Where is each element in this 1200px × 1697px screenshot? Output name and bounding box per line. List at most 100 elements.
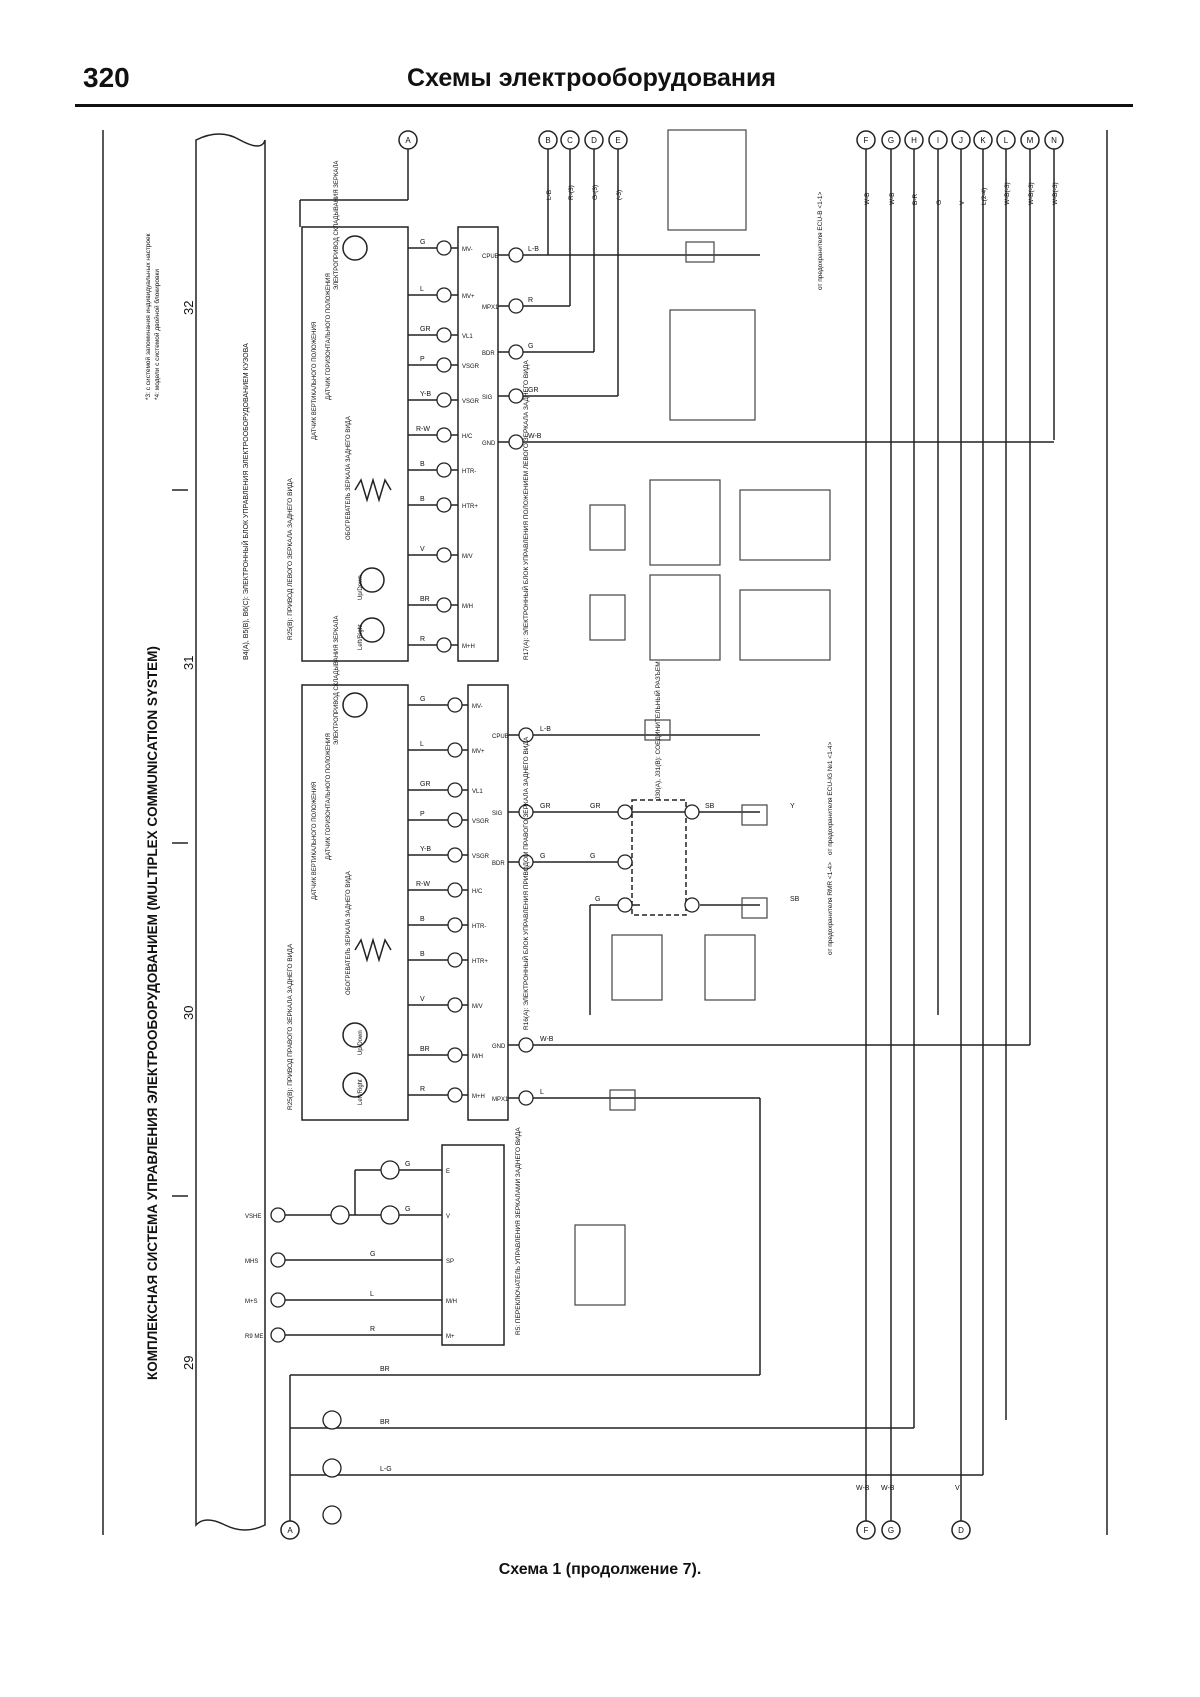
left-wire-6: B — [420, 461, 425, 468]
left-ecu-pin-3: SIG — [482, 395, 493, 401]
right-ecu-pin-3: GND — [492, 1044, 506, 1050]
right-pin-3: VSGR — [472, 819, 490, 825]
connector-j31 — [704, 934, 756, 1001]
connector-r17 — [649, 574, 721, 661]
junction-wire-4: Y — [790, 803, 795, 810]
terminal-h: H — [911, 136, 917, 145]
terminal-b: B — [545, 136, 550, 145]
left-fold-motor — [342, 235, 368, 261]
right-pin-2: VL1 — [472, 789, 483, 795]
left-ecu-pin-4: GND — [482, 441, 496, 447]
connector-b7 — [667, 129, 747, 231]
terminal-d-bottom: D — [958, 1526, 964, 1535]
left-wire-5: R-W — [416, 426, 430, 433]
right-ecu-pin-1: SIG — [492, 811, 503, 817]
left-pin-8: M/V — [462, 554, 473, 560]
left-ecu-pin-2: BDR — [482, 351, 495, 357]
terminal-k: K — [980, 136, 986, 145]
right-wire-5: R-W — [416, 881, 430, 888]
left-ecu-wire-0: L-B — [528, 246, 539, 253]
switch-pin-0: E — [446, 1169, 450, 1175]
junction-wire-2: G — [595, 896, 600, 903]
system-title: КОМПЛЕКСНАЯ СИСТЕМА УПРАВЛЕНИЯ ЭЛЕКТРООБ… — [145, 646, 160, 1380]
terminal-g-bottom: G — [888, 1526, 894, 1535]
right-wire-9: BR — [420, 1046, 430, 1053]
terminal-e: E — [615, 136, 620, 145]
left-wire-3: P — [420, 356, 425, 363]
connector-b6 — [669, 309, 756, 421]
right-ecu-wire-1: GR — [540, 803, 551, 810]
left-updown-label: Up/Down — [358, 575, 364, 600]
switch-wire-0: G — [405, 1161, 410, 1168]
right-leftright-label: Left/Right — [358, 1079, 364, 1105]
terminal-f-bottom: F — [864, 1526, 869, 1535]
top-right-wire-6: W-B(-3) — [1004, 182, 1011, 205]
right-pin-9: M/H — [472, 1054, 483, 1060]
left-wire-8: V — [420, 546, 425, 553]
junction-wire-5: SB — [790, 896, 800, 903]
left-leftright-label: Left/Right — [358, 624, 364, 650]
terminal-m: M — [1027, 136, 1034, 145]
terminal-a-top: A — [405, 136, 411, 145]
bottom-wire-1: BR — [380, 1419, 390, 1426]
right-pin-0: MV- — [472, 704, 483, 710]
right-wire-0: G — [420, 696, 425, 703]
terminal-i: I — [937, 136, 939, 145]
bottom-wire-3: W-B — [856, 1485, 870, 1492]
left-mirror-ecu-box — [457, 226, 499, 662]
right-mirror-box-label: R25(B): ПРИВОД ПРАВОГО ЗЕРКАЛА ЗАДНЕГО В… — [287, 943, 294, 1110]
harness-label-2: M+S — [245, 1299, 258, 1305]
terminal-a-bottom: A — [287, 1526, 293, 1535]
top-right-wire-4: V — [959, 200, 966, 205]
right-ecu-pin-2: BDR — [492, 861, 505, 867]
left-pin-6: HTR- — [462, 469, 476, 475]
connector-r18 — [589, 504, 626, 551]
mirror-switch-box — [441, 1144, 505, 1346]
left-mirror-box-label: R25(B): ПРИВОД ЛЕВОГО ЗЕРКАЛА ЗАДНЕГО ВИ… — [287, 477, 294, 640]
terminal-d-top: D — [591, 136, 597, 145]
left-pin-0: MV- — [462, 247, 473, 253]
section-30: 30 — [181, 1006, 196, 1020]
terminal-l: L — [1004, 136, 1009, 145]
left-wire-4: Y-B — [420, 391, 431, 398]
harness-band — [195, 133, 266, 1531]
diagram-caption: Схема 1 (продолжение 7). — [498, 1561, 702, 1578]
right-ecu-pin-0: CPUB — [492, 734, 509, 740]
section-32: 32 — [181, 301, 196, 315]
left-pin-5: H/C — [462, 434, 473, 440]
left-ecu-pin-0: CPUB — [482, 254, 499, 260]
right-wire-1: L — [420, 741, 424, 748]
top-right-wire-8: W-B(-3) — [1052, 182, 1059, 205]
left-ecu-wire-3: GR — [528, 387, 539, 394]
right-ecu-wire-0: L-B — [540, 726, 551, 733]
fuse-mpx — [609, 1089, 636, 1111]
left-pin-4: VSGR — [462, 399, 480, 405]
top-right-wire-3: G — [936, 200, 943, 205]
switch-pin-3: M/H — [446, 1299, 457, 1305]
left-mirror-actuator-box — [301, 226, 409, 662]
top-right-wire-2: B-R — [912, 194, 919, 206]
left-fold-motor-label: ЭЛЕКТРОПРИВОД СКЛАДЫВАНИЯ ЗЕРКАЛА — [334, 161, 340, 290]
switch-wire-2: G — [370, 1251, 375, 1258]
junction-connector — [631, 799, 687, 916]
right-ecu-wire-2: G — [540, 853, 545, 860]
right-wire-6: B — [420, 916, 425, 923]
right-wire-2: GR — [420, 781, 431, 788]
footnote-4: *4: модели с системой двойной блокировки — [153, 269, 161, 400]
right-mirror-ecu-label: R16(A): ЭЛЕКТРОННЫЙ БЛОК УПРАВЛЕНИЯ ПРИВ… — [521, 736, 530, 1030]
left-pin-3: VSGR — [462, 364, 480, 370]
right-heater-element — [354, 937, 392, 963]
junction-wire-1: G — [590, 853, 595, 860]
left-sensor-horizontal: ДАТЧИК ГОРИЗОНТАЛЬНОГО ПОЛОЖЕНИЯ — [326, 273, 332, 400]
bottom-wire-0: BR — [380, 1366, 390, 1373]
switch-wire-3: L — [370, 1291, 374, 1298]
right-mirror-actuator-box — [301, 684, 409, 1121]
switch-pin-2: SP — [446, 1259, 454, 1265]
top-mid-wire-1: R-(3) — [568, 185, 575, 200]
connector-r5-switch — [574, 1224, 626, 1306]
right-heater-label: ОБОГРЕВАТЕЛЬ ЗЕРКАЛА ЗАДНЕГО ВИДА — [346, 871, 352, 995]
right-wire-3: P — [420, 811, 425, 818]
fuse-ecu-b-lower — [644, 719, 671, 741]
left-ecu-wire-4: W-B — [528, 433, 542, 440]
